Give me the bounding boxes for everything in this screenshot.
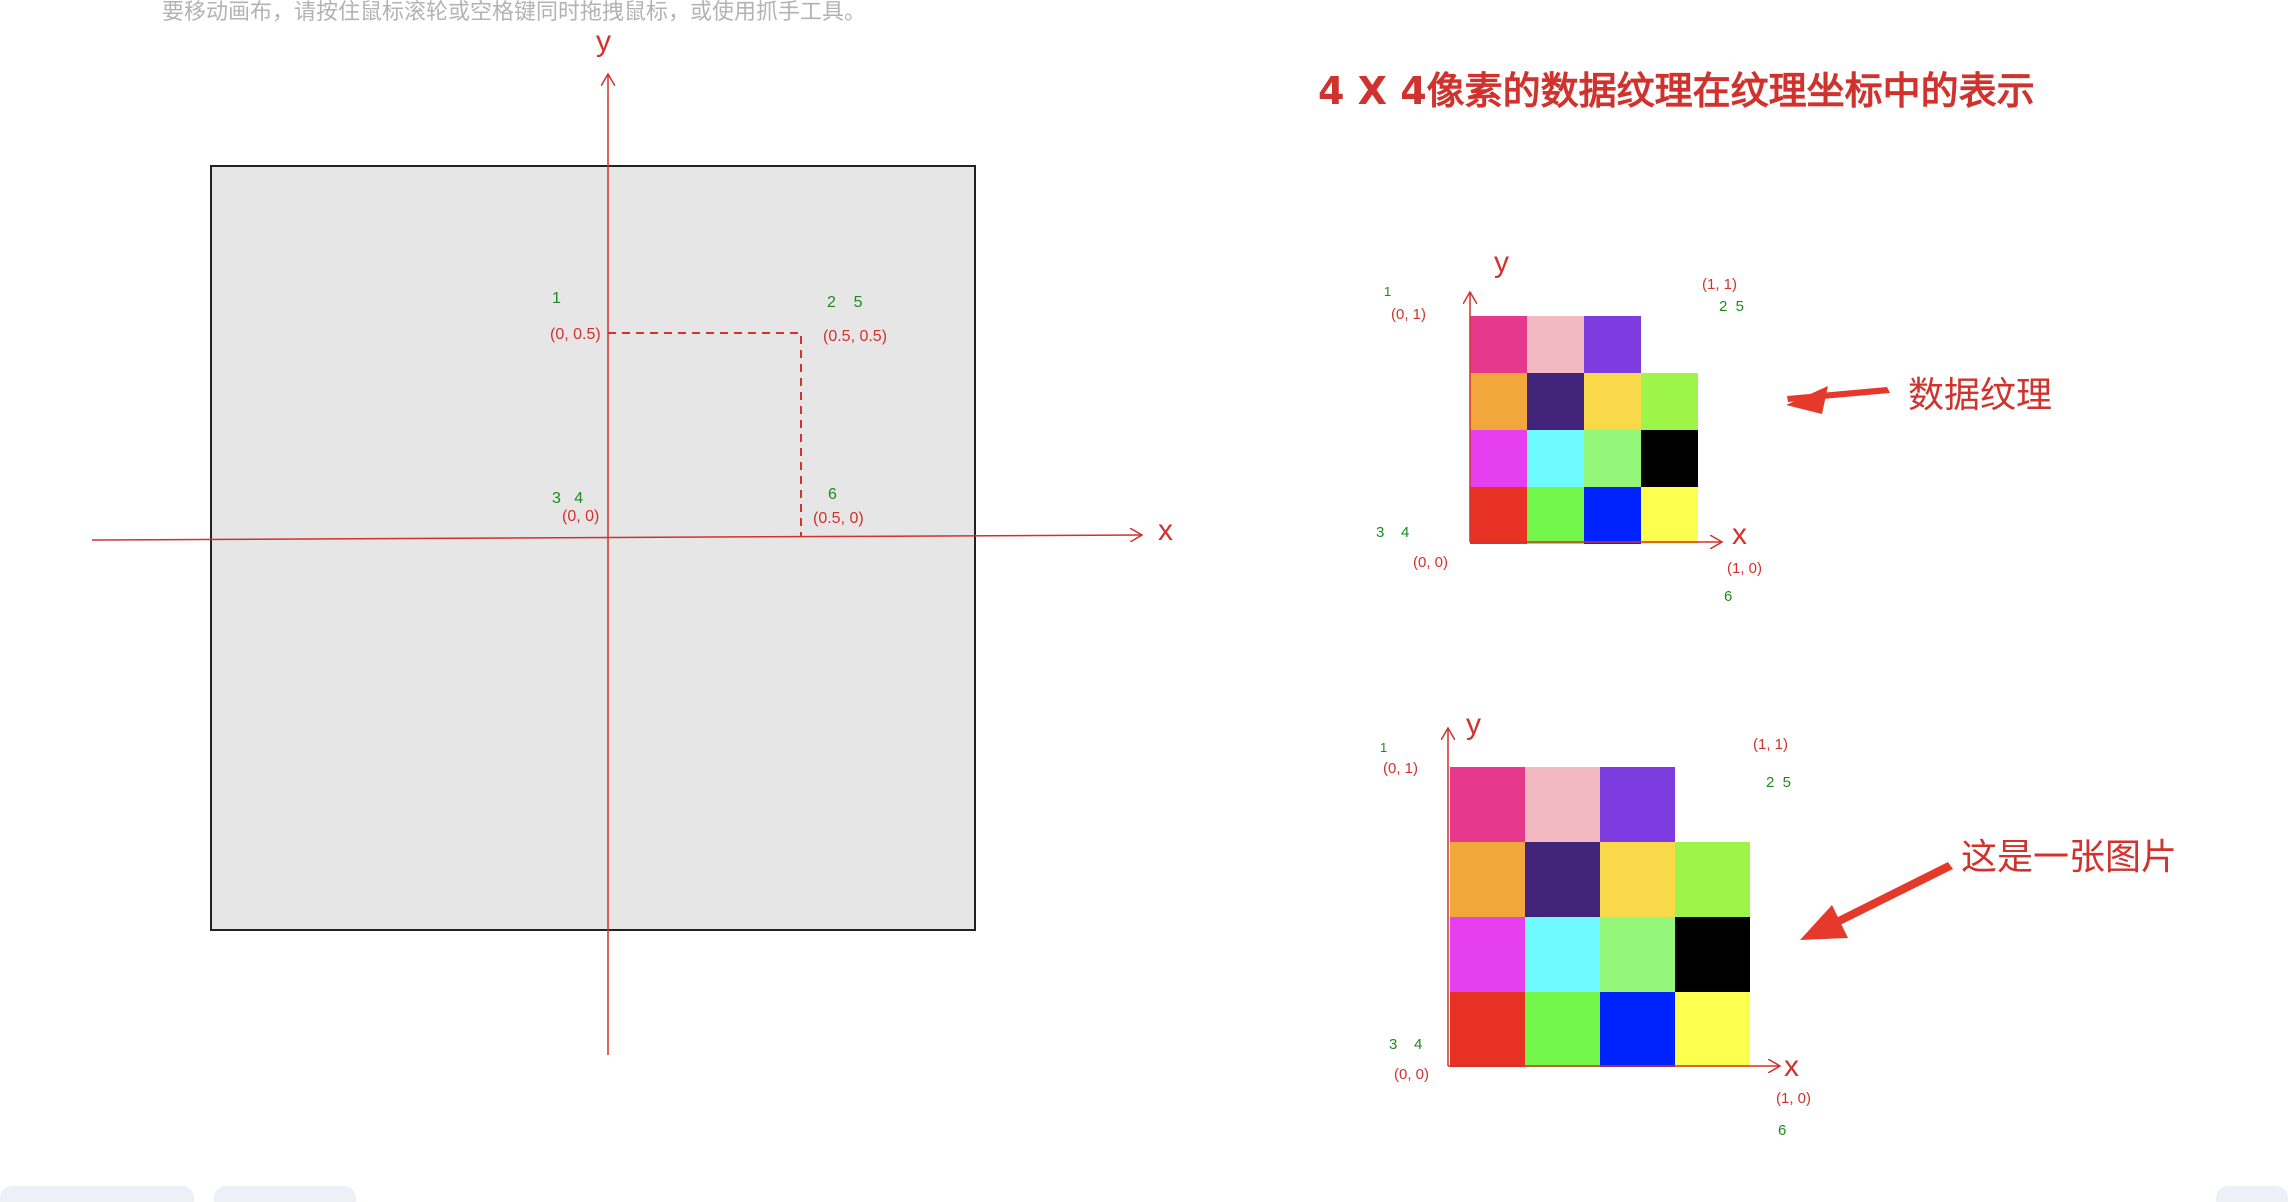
texel-r2-c2: [1584, 430, 1641, 487]
texel-r0-c0: [1450, 767, 1525, 842]
texel-r3-c1: [1525, 992, 1600, 1067]
top-bl-number: 3 4: [1376, 524, 1410, 541]
texture-grid-bottom: [1450, 767, 1750, 1067]
texel-r2-c3: [1641, 430, 1698, 487]
texel-r2-c1: [1527, 430, 1584, 487]
top-callout-label: 数据纹理: [1908, 375, 2053, 416]
texel-r3-c0: [1470, 487, 1527, 544]
texel-r3-c2: [1584, 487, 1641, 544]
texel-r3-c0: [1450, 992, 1525, 1067]
texel-r0-c1: [1525, 767, 1600, 842]
top-x-axis-label: x: [1732, 518, 1747, 551]
bottom-tab-left[interactable]: [0, 1186, 194, 1202]
texel-r3-c3: [1641, 487, 1698, 544]
canvas-hint: 要移动画布，请按住鼠标滚轮或空格键同时拖拽鼠标，或使用抓手工具。: [161, 0, 866, 25]
bottom-tab-right[interactable]: [2216, 1186, 2288, 1202]
left-y-axis-label: y: [596, 25, 611, 58]
bottom-br-coord: (1, 0): [1776, 1090, 1812, 1107]
point-3-coord: (0, 0): [562, 508, 600, 525]
texel-r1-c0: [1470, 373, 1527, 430]
texel-r1-c3: [1641, 373, 1698, 430]
texel-r1-c2: [1600, 842, 1675, 917]
callout-arrow-top: [1786, 386, 1890, 414]
texel-r2-c3: [1675, 917, 1750, 992]
point-4-number: 6: [828, 486, 837, 503]
texel-r3-c1: [1527, 487, 1584, 544]
point-1-coord: (0, 0.5): [550, 326, 601, 343]
point-2-number: 2 5: [827, 294, 863, 311]
top-tr-coord: (1, 1): [1702, 276, 1738, 293]
bottom-bl-coord: (0, 0): [1394, 1066, 1430, 1083]
texel-r1-c2: [1584, 373, 1641, 430]
bottom-tr-coord: (1, 1): [1753, 736, 1789, 753]
texel-r0-c2: [1600, 767, 1675, 842]
point-4-coord: (0.5, 0): [813, 510, 864, 527]
top-br-number: 6: [1724, 588, 1733, 605]
point-3-number: 3 4: [552, 490, 584, 507]
texel-r0-c0: [1470, 316, 1527, 373]
texel-r1-c0: [1450, 842, 1525, 917]
top-br-coord: (1, 0): [1727, 560, 1763, 577]
texel-r1-c1: [1525, 842, 1600, 917]
left-x-axis: [91, 535, 1142, 540]
diagram-title: 4 X 4像素的数据纹理在纹理坐标中的表示: [1318, 69, 2035, 113]
texture-grid-top: [1470, 316, 1698, 544]
bottom-bl-number: 3 4: [1389, 1036, 1423, 1053]
texel-r2-c0: [1470, 430, 1527, 487]
top-bl-coord: (0, 0): [1413, 554, 1449, 571]
texel-r3-c3: [1675, 992, 1750, 1067]
bottom-tr-number: 2 5: [1766, 774, 1792, 791]
bottom-y-axis-label: y: [1466, 708, 1481, 741]
top-y-axis-label: y: [1494, 246, 1509, 279]
texel-r2-c1: [1525, 917, 1600, 992]
top-tr-number: 2 5: [1719, 298, 1745, 315]
bottom-br-number: 6: [1778, 1122, 1787, 1139]
texel-r1-c1: [1527, 373, 1584, 430]
left-x-axis-label: x: [1158, 514, 1173, 547]
texel-r3-c2: [1600, 992, 1675, 1067]
callout-arrow-bottom: [1800, 862, 1953, 940]
point-2-coord: (0.5, 0.5): [823, 328, 888, 345]
bottom-callout-label: 这是一张图片: [1961, 837, 2178, 878]
bottom-tl-coord: (0, 1): [1383, 760, 1419, 777]
bottom-tab-middle[interactable]: [214, 1186, 356, 1202]
texel-r0-c2: [1584, 316, 1641, 373]
point-1-number: 1: [552, 290, 561, 307]
texel-r1-c3: [1675, 842, 1750, 917]
top-tl-coord: (0, 1): [1391, 306, 1427, 323]
texel-r2-c0: [1450, 917, 1525, 992]
gray-square: [210, 165, 976, 931]
texel-r0-c1: [1527, 316, 1584, 373]
texel-r2-c2: [1600, 917, 1675, 992]
bottom-tl-number: 1: [1380, 740, 1388, 755]
bottom-x-axis-label: x: [1784, 1050, 1799, 1083]
dashed-quad: [608, 332, 802, 537]
top-tl-number: 1: [1384, 284, 1392, 299]
